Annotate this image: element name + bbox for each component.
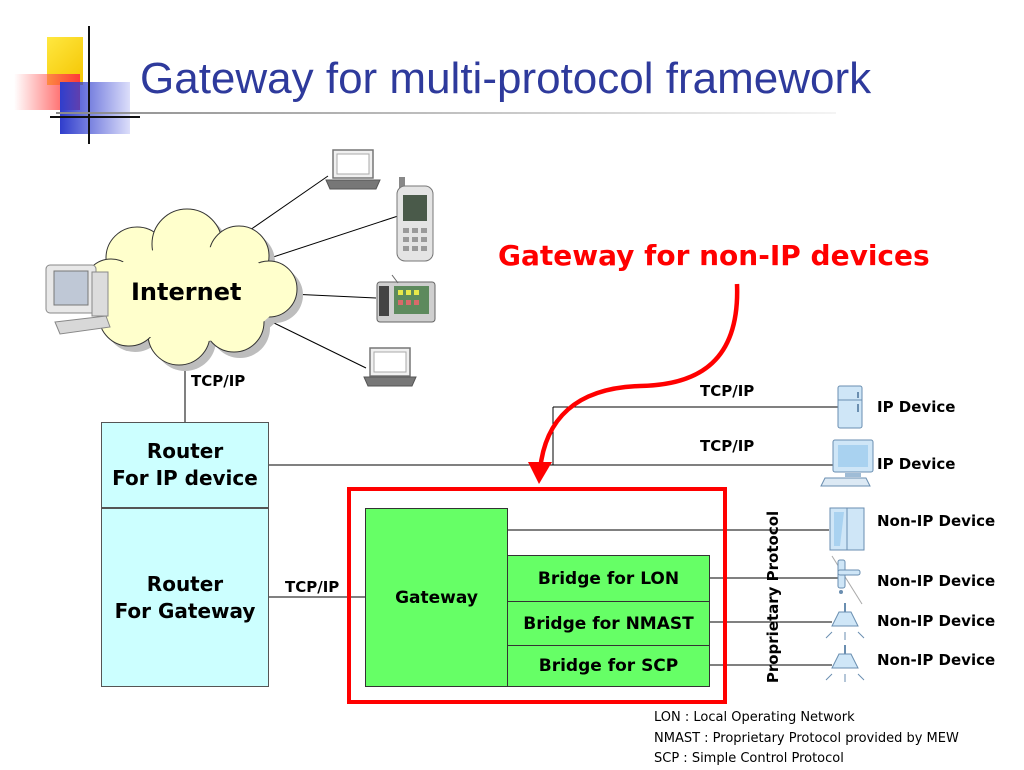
- callout-arrow: [537, 283, 740, 471]
- tcpip-label-internet: TCP/IP: [191, 372, 246, 390]
- logo-vertical-line: [88, 26, 90, 144]
- ceiling-lamp-icon: [825, 603, 865, 640]
- proprietary-protocol-label: Proprietary Protocol: [764, 510, 782, 684]
- bridge-nmast: Bridge for NMAST: [507, 601, 710, 646]
- device-label: Non-IP Device: [877, 572, 996, 590]
- abbreviation-legend: LON : Local Operating Network NMAST : Pr…: [654, 708, 959, 770]
- tcpip-label-gateway: TCP/IP: [285, 578, 340, 596]
- pda-icon: [376, 274, 436, 323]
- slide-title: Gateway for multi-protocol framework: [140, 54, 872, 103]
- tcpip-label-ip-device-1: TCP/IP: [700, 382, 755, 400]
- laptop-icon: [325, 149, 381, 190]
- device-label: Non-IP Device: [877, 651, 996, 669]
- window-icon: [829, 507, 865, 551]
- tcpip-label-ip-device-2: TCP/IP: [700, 437, 755, 455]
- logo-blue-square: [60, 82, 130, 134]
- device-label: Non-IP Device: [877, 612, 996, 630]
- logo-horizontal-line: [50, 116, 140, 118]
- device-label: IP Device: [877, 398, 956, 416]
- desktop-computer-icon: [45, 264, 111, 335]
- legend-item: NMAST : Proprietary Protocol provided by…: [654, 730, 959, 746]
- device-label: Non-IP Device: [877, 512, 996, 530]
- router-ip-device: Router For IP device: [101, 422, 269, 508]
- laptop-icon: [363, 347, 417, 387]
- refrigerator-icon: [837, 385, 863, 429]
- callout-text: Gateway for non-IP devices: [498, 239, 930, 272]
- door-handle-icon: [831, 555, 863, 605]
- title-underline: [56, 112, 836, 114]
- internet-label: Internet: [131, 278, 242, 306]
- ceiling-lamp-icon: [825, 645, 865, 682]
- callout-arrowhead: [528, 462, 552, 484]
- mobile-phone-icon: [396, 177, 434, 262]
- router-gateway: Router For Gateway: [101, 508, 269, 687]
- legend-item: LON : Local Operating Network: [654, 710, 855, 725]
- device-label: IP Device: [877, 455, 956, 473]
- bridge-scp: Bridge for SCP: [507, 645, 710, 687]
- legend-item: SCP : Simple Control Protocol: [654, 751, 844, 766]
- gateway-highlight-frame: [347, 487, 727, 704]
- pc-monitor-icon: [820, 439, 874, 487]
